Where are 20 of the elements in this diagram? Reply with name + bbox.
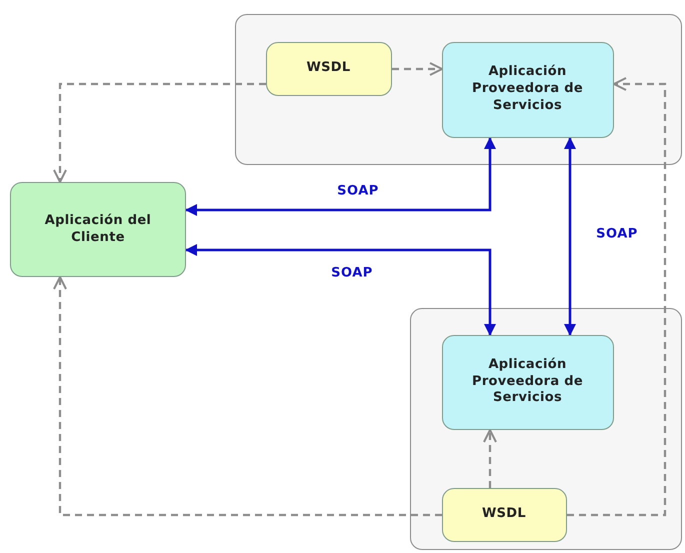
node-label: Aplicación del Cliente <box>44 212 152 246</box>
arrow <box>564 137 576 336</box>
application-box <box>442 42 614 138</box>
arrow <box>185 137 496 216</box>
node-label: Aplicación Proveedora de Servicios <box>472 356 584 408</box>
node-label: Aplicación Proveedora de Servicios <box>472 64 584 115</box>
group-panel <box>410 308 682 550</box>
node-label: WSDL <box>482 506 526 523</box>
wsdl-box <box>442 488 566 542</box>
wsdl-box <box>266 42 392 96</box>
dashed-arrow <box>53 276 442 516</box>
application-box <box>442 334 614 430</box>
application-box <box>10 182 186 277</box>
group-panel <box>235 14 682 165</box>
dashed-arrow <box>483 429 497 488</box>
node-label: WSDL <box>306 60 350 77</box>
dashed-arrow <box>392 62 443 76</box>
dashed-arrow <box>567 77 666 516</box>
dashed-arrow <box>53 82 266 183</box>
arrow <box>185 244 496 336</box>
